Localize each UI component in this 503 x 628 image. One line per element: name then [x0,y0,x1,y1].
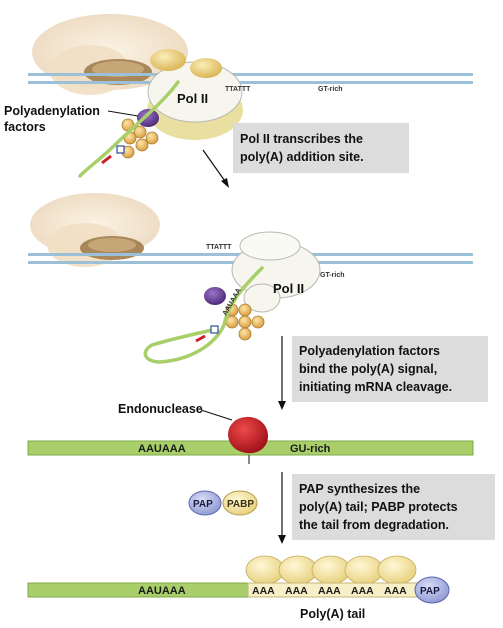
rna-cap-marker [116,145,125,154]
aauaaa-label: AAUAAA [138,443,186,455]
pabp-protein [278,555,318,585]
label-pointer [200,409,233,421]
rna-cap-marker [210,325,219,334]
polyadenylation-factors-label: Polyadenylation [4,104,100,118]
gu-rich-label: GU-rich [290,443,331,455]
pol-ii-label: Pol II [177,91,208,106]
caption-3-line-3: the tail from degradation. [299,518,449,532]
pap-enzyme [414,576,450,604]
caption-1-line-1: Pol II transcribes the [240,132,363,146]
pol-ii-body [243,283,281,313]
pap-label: PAP [193,499,213,510]
pabp-protein [222,490,258,516]
aaa-segments: AAA AAA AAA AAA AAA [252,585,407,597]
panel-1 [28,14,473,178]
caption-1-line-2: poly(A) addition site. [240,150,364,164]
factor-bead [238,315,252,329]
factor-bead [225,315,239,329]
pap-label: PAP [420,586,440,597]
caption-3-line-2: poly(A) tail; PABP protects [299,500,458,514]
purple-factor [137,109,159,127]
caption-box-1 [233,123,409,173]
pabp-row [245,555,417,585]
gt-rich-label: GT-rich [320,272,345,279]
nascent-rna [143,266,264,364]
pap-enzyme [188,490,222,516]
pabp-protein [245,555,285,585]
caption-2-line-2: bind the poly(A) signal, [299,362,437,376]
pabp-label: PABP [227,499,254,510]
aaa-segment: AAA [252,585,275,597]
dna-strand [28,81,473,84]
pol-ii-lobe [190,58,222,78]
poly-a-tail-label: Poly(A) tail [300,607,365,621]
pol-ii-label: Pol II [273,281,304,296]
factor-bead [145,131,159,145]
step-arrow-1-head [221,178,229,188]
pol-ii-lobe [239,231,301,261]
tfatt-label: TTATTT [225,86,251,93]
aaa-segment: AAA [285,585,308,597]
aaa-segment: AAA [318,585,341,597]
caption-box-3 [292,474,495,540]
caption-box-2 [292,336,488,402]
factor-bead [133,125,147,139]
step-arrow-2-head [278,401,286,410]
purple-factor [204,287,226,305]
step-arrow-3-head [278,535,286,544]
pol-ii-lobe [150,49,186,71]
factor-bead [238,327,252,341]
rna-red-segment [195,334,206,343]
step-arrow-1 [202,149,228,185]
nucleosome [88,238,136,252]
dna-strand [28,73,473,76]
pabp-protein [311,555,351,585]
caption-2-line-1: Polyadenylation factors [299,344,440,358]
aaa-segment: AAA [384,585,407,597]
nascent-rna [78,80,180,178]
tfatt-label: TTATTT [206,244,232,251]
label-pointer [107,110,139,117]
gt-rich-label: GT-rich [318,86,343,93]
pabp-protein [377,555,417,585]
aauaaa-label: AAUAAA [138,585,186,597]
factor-bead [135,138,149,152]
polyadenylation-factors-label: factors [4,120,46,134]
caption-2-line-3: initiating mRNA cleavage. [299,380,452,394]
factor-bead [238,303,252,317]
endonuclease-enzyme [228,416,268,454]
endonuclease-label: Endonuclease [118,402,203,416]
aaa-segment: AAA [351,585,374,597]
factor-bead [251,315,265,329]
caption-3-line-1: PAP synthesizes the [299,482,420,496]
panel-2 [28,193,473,364]
pabp-protein [344,555,384,585]
rna-red-segment [101,154,112,165]
